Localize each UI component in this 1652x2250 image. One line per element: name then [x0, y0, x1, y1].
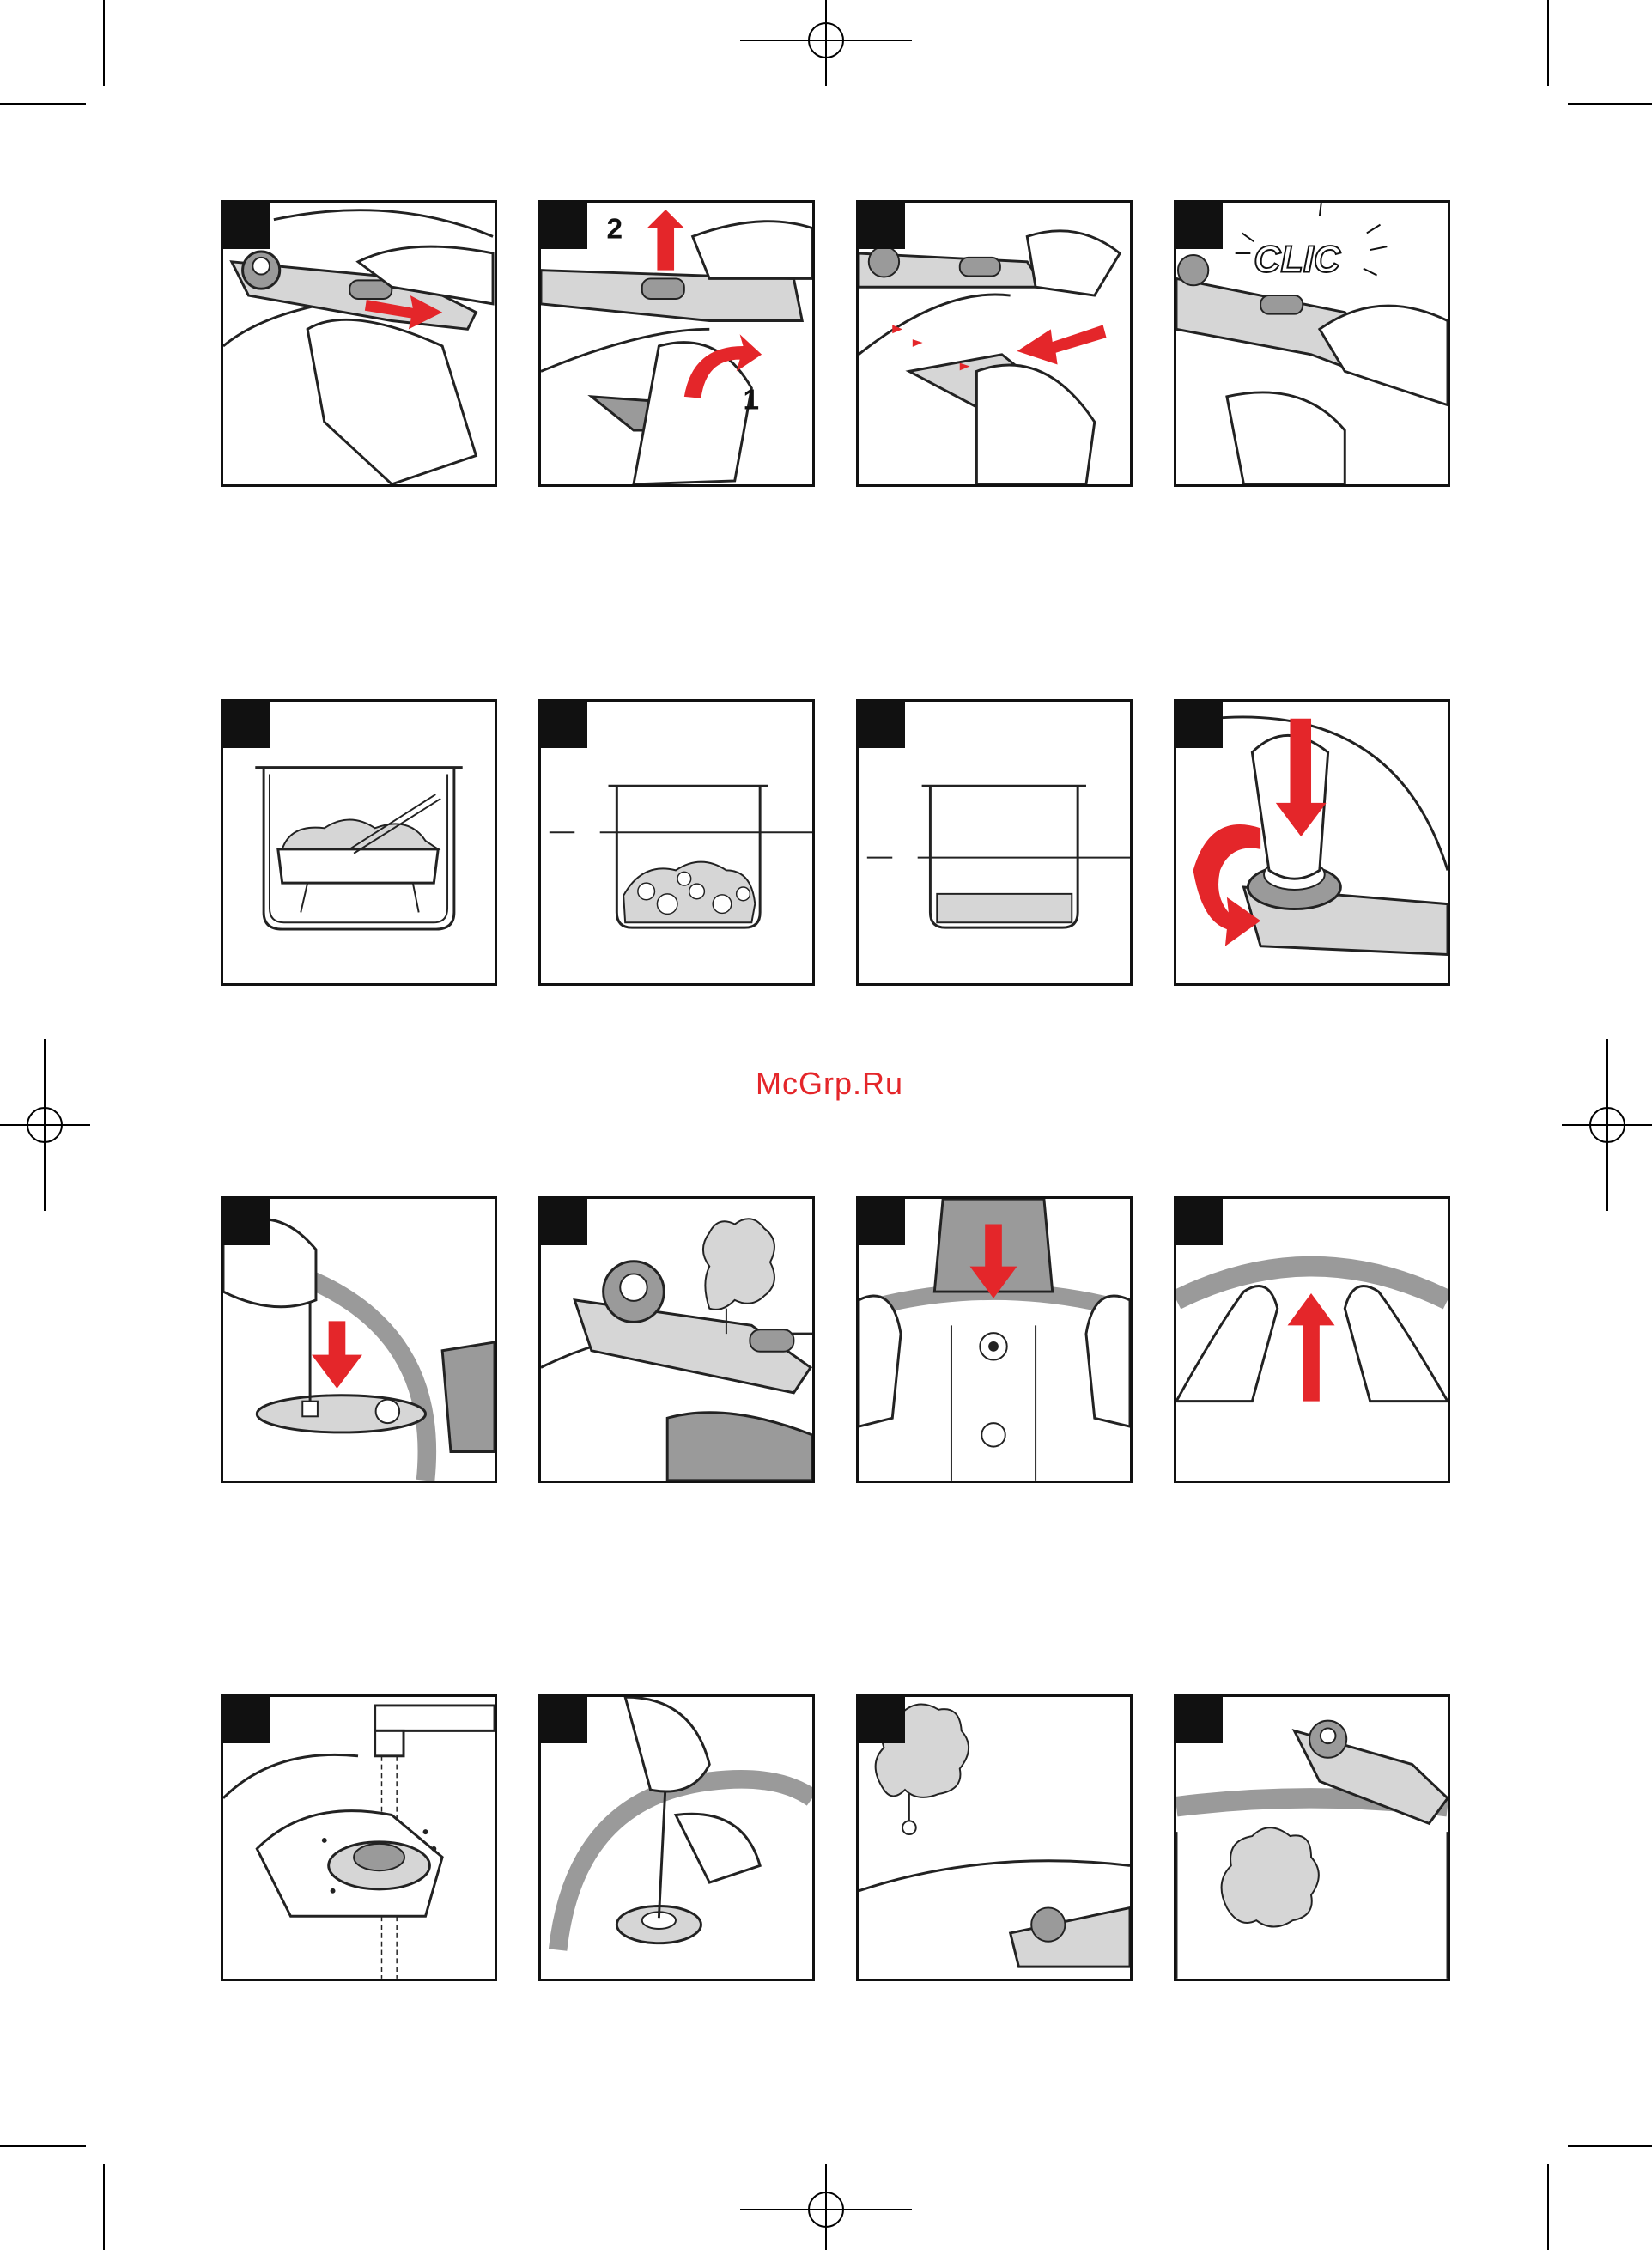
step-number-tab — [859, 203, 905, 249]
registration-target-bottom — [740, 2156, 912, 2250]
step-number-tab — [859, 1697, 905, 1743]
crop-mark — [103, 2164, 105, 2250]
crop-mark — [1547, 2164, 1549, 2250]
step-label-2: 2 — [607, 213, 623, 245]
step-number-tab — [541, 702, 587, 748]
panel-rotate-valve — [1174, 699, 1450, 986]
crop-mark — [1547, 0, 1549, 86]
crop-mark — [103, 0, 105, 86]
panel-gasket-notch-down — [856, 1196, 1133, 1483]
panel-lift-handle: 2 1 — [538, 200, 815, 487]
crop-mark — [0, 2145, 86, 2147]
crop-mark — [0, 103, 86, 105]
panel-open-handle — [221, 200, 497, 487]
watermark-text: McGrp.Ru — [744, 1066, 915, 1102]
step-number-tab — [1176, 203, 1223, 249]
panel-gasket-notch-up — [1174, 1196, 1450, 1483]
panel-fill-level-vegetables — [538, 699, 815, 986]
panel-fill-level-grains — [856, 699, 1133, 986]
step-number-tab — [859, 702, 905, 748]
panel-safety-steam-top — [856, 1694, 1133, 1981]
step-number-tab — [541, 1697, 587, 1743]
panel-rinse-valve — [221, 1694, 497, 1981]
step-number-tab — [223, 1199, 270, 1245]
step-number-tab — [223, 702, 270, 748]
crop-mark — [1568, 2145, 1652, 2147]
step-number-tab — [541, 1199, 587, 1245]
step-number-tab — [223, 203, 270, 249]
step-number-tab — [223, 1697, 270, 1743]
step-label-1: 1 — [744, 385, 760, 417]
step-number-tab — [1176, 1199, 1223, 1245]
step-number-tab — [1176, 702, 1223, 748]
panel-align-markers — [856, 200, 1133, 487]
panel-close-handle: CLIC — [1174, 200, 1450, 487]
panel-steam-basket — [221, 699, 497, 986]
step-number-tab — [859, 1199, 905, 1245]
crop-mark — [1568, 103, 1652, 105]
registration-target-left — [0, 1039, 94, 1211]
panel-steam-release — [538, 1196, 815, 1483]
panel-clean-safety-valve — [538, 1694, 815, 1981]
panel-safety-steam-bottom — [1174, 1694, 1450, 1981]
panel-clean-valve-needle — [221, 1196, 497, 1483]
registration-target-top — [740, 0, 912, 94]
step-number-tab — [1176, 1697, 1223, 1743]
clic-sound-text: CLIC — [1254, 240, 1341, 281]
registration-target-right — [1558, 1039, 1652, 1211]
step-number-tab — [541, 203, 587, 249]
